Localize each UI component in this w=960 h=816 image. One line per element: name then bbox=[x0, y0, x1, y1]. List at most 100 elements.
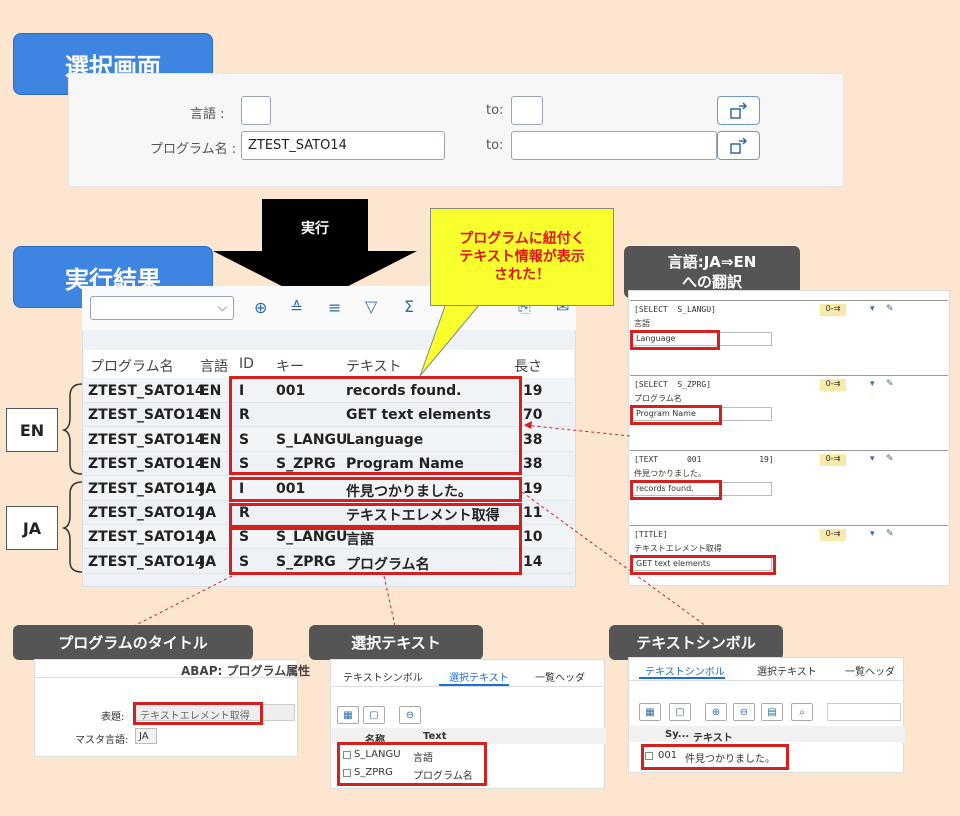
ja-text-symbol-highlight bbox=[229, 477, 522, 502]
table-cell-key: S_LANGU bbox=[276, 431, 348, 448]
section-divider bbox=[630, 450, 948, 451]
language-to-input[interactable] bbox=[511, 96, 543, 125]
select-all-icon[interactable]: ▦ bbox=[639, 703, 661, 721]
sort-descending-icon[interactable]: ≡ bbox=[328, 298, 342, 317]
master-lang-label: マスタ言語: bbox=[75, 735, 129, 746]
table-cell-len: 70 bbox=[523, 407, 543, 424]
program-multiple-selection-button[interactable] bbox=[717, 131, 760, 160]
tab-list-headers[interactable]: 一覧ヘッダ bbox=[845, 667, 895, 678]
deselect-all-icon[interactable]: ▢ bbox=[363, 706, 385, 724]
table-cell-text: GET text elements bbox=[346, 407, 492, 424]
col-header-name: 名称 bbox=[365, 735, 385, 746]
minus-icon[interactable]: ⊖ bbox=[733, 703, 755, 721]
table-cell-id: S bbox=[239, 431, 250, 448]
col-header-language[interactable]: 言語 bbox=[200, 359, 228, 375]
table-cell-len: 38 bbox=[523, 456, 543, 473]
col-header-key[interactable]: キー bbox=[276, 359, 304, 375]
table-row[interactable] bbox=[84, 549, 574, 574]
table-cell-id: S bbox=[239, 456, 250, 473]
table-cell-id: I bbox=[239, 383, 245, 399]
table-cell-program: ZTEST_SATO14 bbox=[88, 407, 205, 424]
minus-icon[interactable]: ⊖ bbox=[399, 706, 421, 724]
table-row[interactable] bbox=[84, 379, 574, 403]
tab-selection-texts[interactable]: 選択テキスト bbox=[449, 673, 509, 684]
table-cell-program: ZTEST_SATO14 bbox=[88, 553, 205, 570]
table-cell-text: プログラム名 bbox=[346, 556, 430, 573]
table-cell-lang: EN bbox=[200, 456, 222, 473]
tp-section-header: [TEXT 001 19] bbox=[634, 455, 774, 464]
plus-icon[interactable]: ⊕ bbox=[705, 703, 727, 721]
table-cell-lang: JA bbox=[200, 505, 217, 521]
table-cell-key: S_LANGU bbox=[276, 529, 348, 546]
table-row[interactable] bbox=[84, 403, 574, 428]
table-cell-lang: EN bbox=[200, 407, 222, 424]
row-checkbox[interactable] bbox=[645, 752, 653, 760]
col-header-symbol: Sy... bbox=[665, 729, 690, 740]
program-name-to-input[interactable] bbox=[511, 131, 717, 160]
table-cell-id: I bbox=[239, 480, 245, 497]
execute-arrow-label: 実行 bbox=[301, 221, 329, 237]
col-header-id[interactable]: ID bbox=[239, 356, 254, 372]
table-cell-lang: EN bbox=[200, 431, 222, 448]
tab-text-symbols[interactable]: テキストシンボル bbox=[645, 667, 725, 678]
symbol-text-1: 件見つかりました。 bbox=[685, 754, 775, 765]
language-from-input[interactable] bbox=[241, 96, 271, 125]
ja-selection-text-highlight bbox=[229, 527, 522, 575]
table-cell-text: 件見つかりました。 bbox=[346, 483, 472, 500]
text-symbol-tag: テキストシンボル bbox=[609, 625, 783, 660]
print-icon[interactable]: ▤ bbox=[761, 703, 783, 721]
table-row[interactable] bbox=[84, 427, 574, 452]
filter-icon[interactable]: ▽ bbox=[365, 297, 378, 316]
tab-text-symbols[interactable]: テキストシンボル bbox=[343, 673, 423, 684]
symbol-search-input[interactable] bbox=[827, 703, 901, 721]
table-cell-text: テキストエレメント取得 bbox=[346, 508, 500, 524]
row-checkbox[interactable] bbox=[343, 769, 351, 777]
program-name-from-input[interactable]: ZTEST_SATO14 bbox=[241, 131, 445, 160]
sort-ascending-icon[interactable]: ≙ bbox=[290, 298, 304, 317]
translation-tag-text: 言語:JA⇒EN への翻訳 bbox=[667, 253, 757, 291]
selection-text-tag: 選択テキスト bbox=[309, 625, 483, 660]
table-cell-len: 38 bbox=[523, 431, 543, 448]
search-icon[interactable]: ⊕ bbox=[254, 298, 268, 317]
language-label: 言語 : bbox=[190, 107, 225, 122]
language-to-label: to: bbox=[486, 103, 504, 118]
find-icon[interactable]: ⌕ bbox=[791, 703, 813, 721]
table-header-row bbox=[84, 350, 574, 378]
section-divider bbox=[630, 525, 948, 526]
master-lang-field[interactable]: JA bbox=[135, 728, 157, 744]
col-header-text[interactable]: テキスト bbox=[346, 359, 402, 375]
tp-code-badge: 0-⇉ bbox=[820, 529, 846, 541]
seltext-text-2: プログラム名 bbox=[413, 771, 473, 782]
sum-icon[interactable]: Σ bbox=[404, 297, 415, 316]
col-header-length[interactable]: 長さ bbox=[514, 359, 542, 375]
tp-section-header: [SELECT S_ZPRG] bbox=[634, 380, 712, 389]
language-multiple-selection-button[interactable] bbox=[717, 96, 760, 125]
chevron-down-icon: ⌵ bbox=[217, 300, 227, 314]
seltext-highlight bbox=[337, 742, 487, 786]
table-cell-id: S bbox=[239, 553, 250, 570]
table-cell-program: ZTEST_SATO14 bbox=[88, 505, 205, 521]
deselect-all-icon[interactable]: ▢ bbox=[669, 703, 691, 721]
attr-title-value: テキストエレメント取得 bbox=[140, 711, 250, 722]
tp-section-header: [SELECT S_LANGU] bbox=[634, 305, 716, 314]
filter-icon: ▾ bbox=[870, 379, 875, 389]
col-header-program[interactable]: プログラム名 bbox=[90, 359, 174, 375]
table-cell-program: ZTEST_SATO14 bbox=[88, 456, 205, 473]
table-cell-program: ZTEST_SATO14 bbox=[88, 480, 205, 497]
filter-icon: ▾ bbox=[870, 304, 875, 314]
tp-section-sub: 件見つかりました。 bbox=[634, 469, 706, 478]
layout-dropdown[interactable]: ⌵ bbox=[90, 296, 234, 320]
tp-section-sub: テキストエレメント取得 bbox=[634, 544, 722, 553]
table-cell-len: 19 bbox=[523, 480, 543, 497]
tp-value-highlight bbox=[630, 555, 776, 575]
select-all-icon[interactable]: ▦ bbox=[337, 706, 359, 724]
en-label: EN bbox=[6, 408, 58, 452]
tab-selection-texts[interactable]: 選択テキスト bbox=[757, 667, 817, 678]
row-checkbox[interactable] bbox=[343, 751, 351, 759]
tp-code-badge: 0-⇉ bbox=[820, 454, 846, 466]
tp-code-badge: 0-⇉ bbox=[820, 379, 846, 391]
section-divider bbox=[630, 375, 948, 376]
tab-list-headers[interactable]: 一覧ヘッダ bbox=[535, 673, 585, 684]
seltext-name-2: S_ZPRG bbox=[354, 767, 393, 778]
